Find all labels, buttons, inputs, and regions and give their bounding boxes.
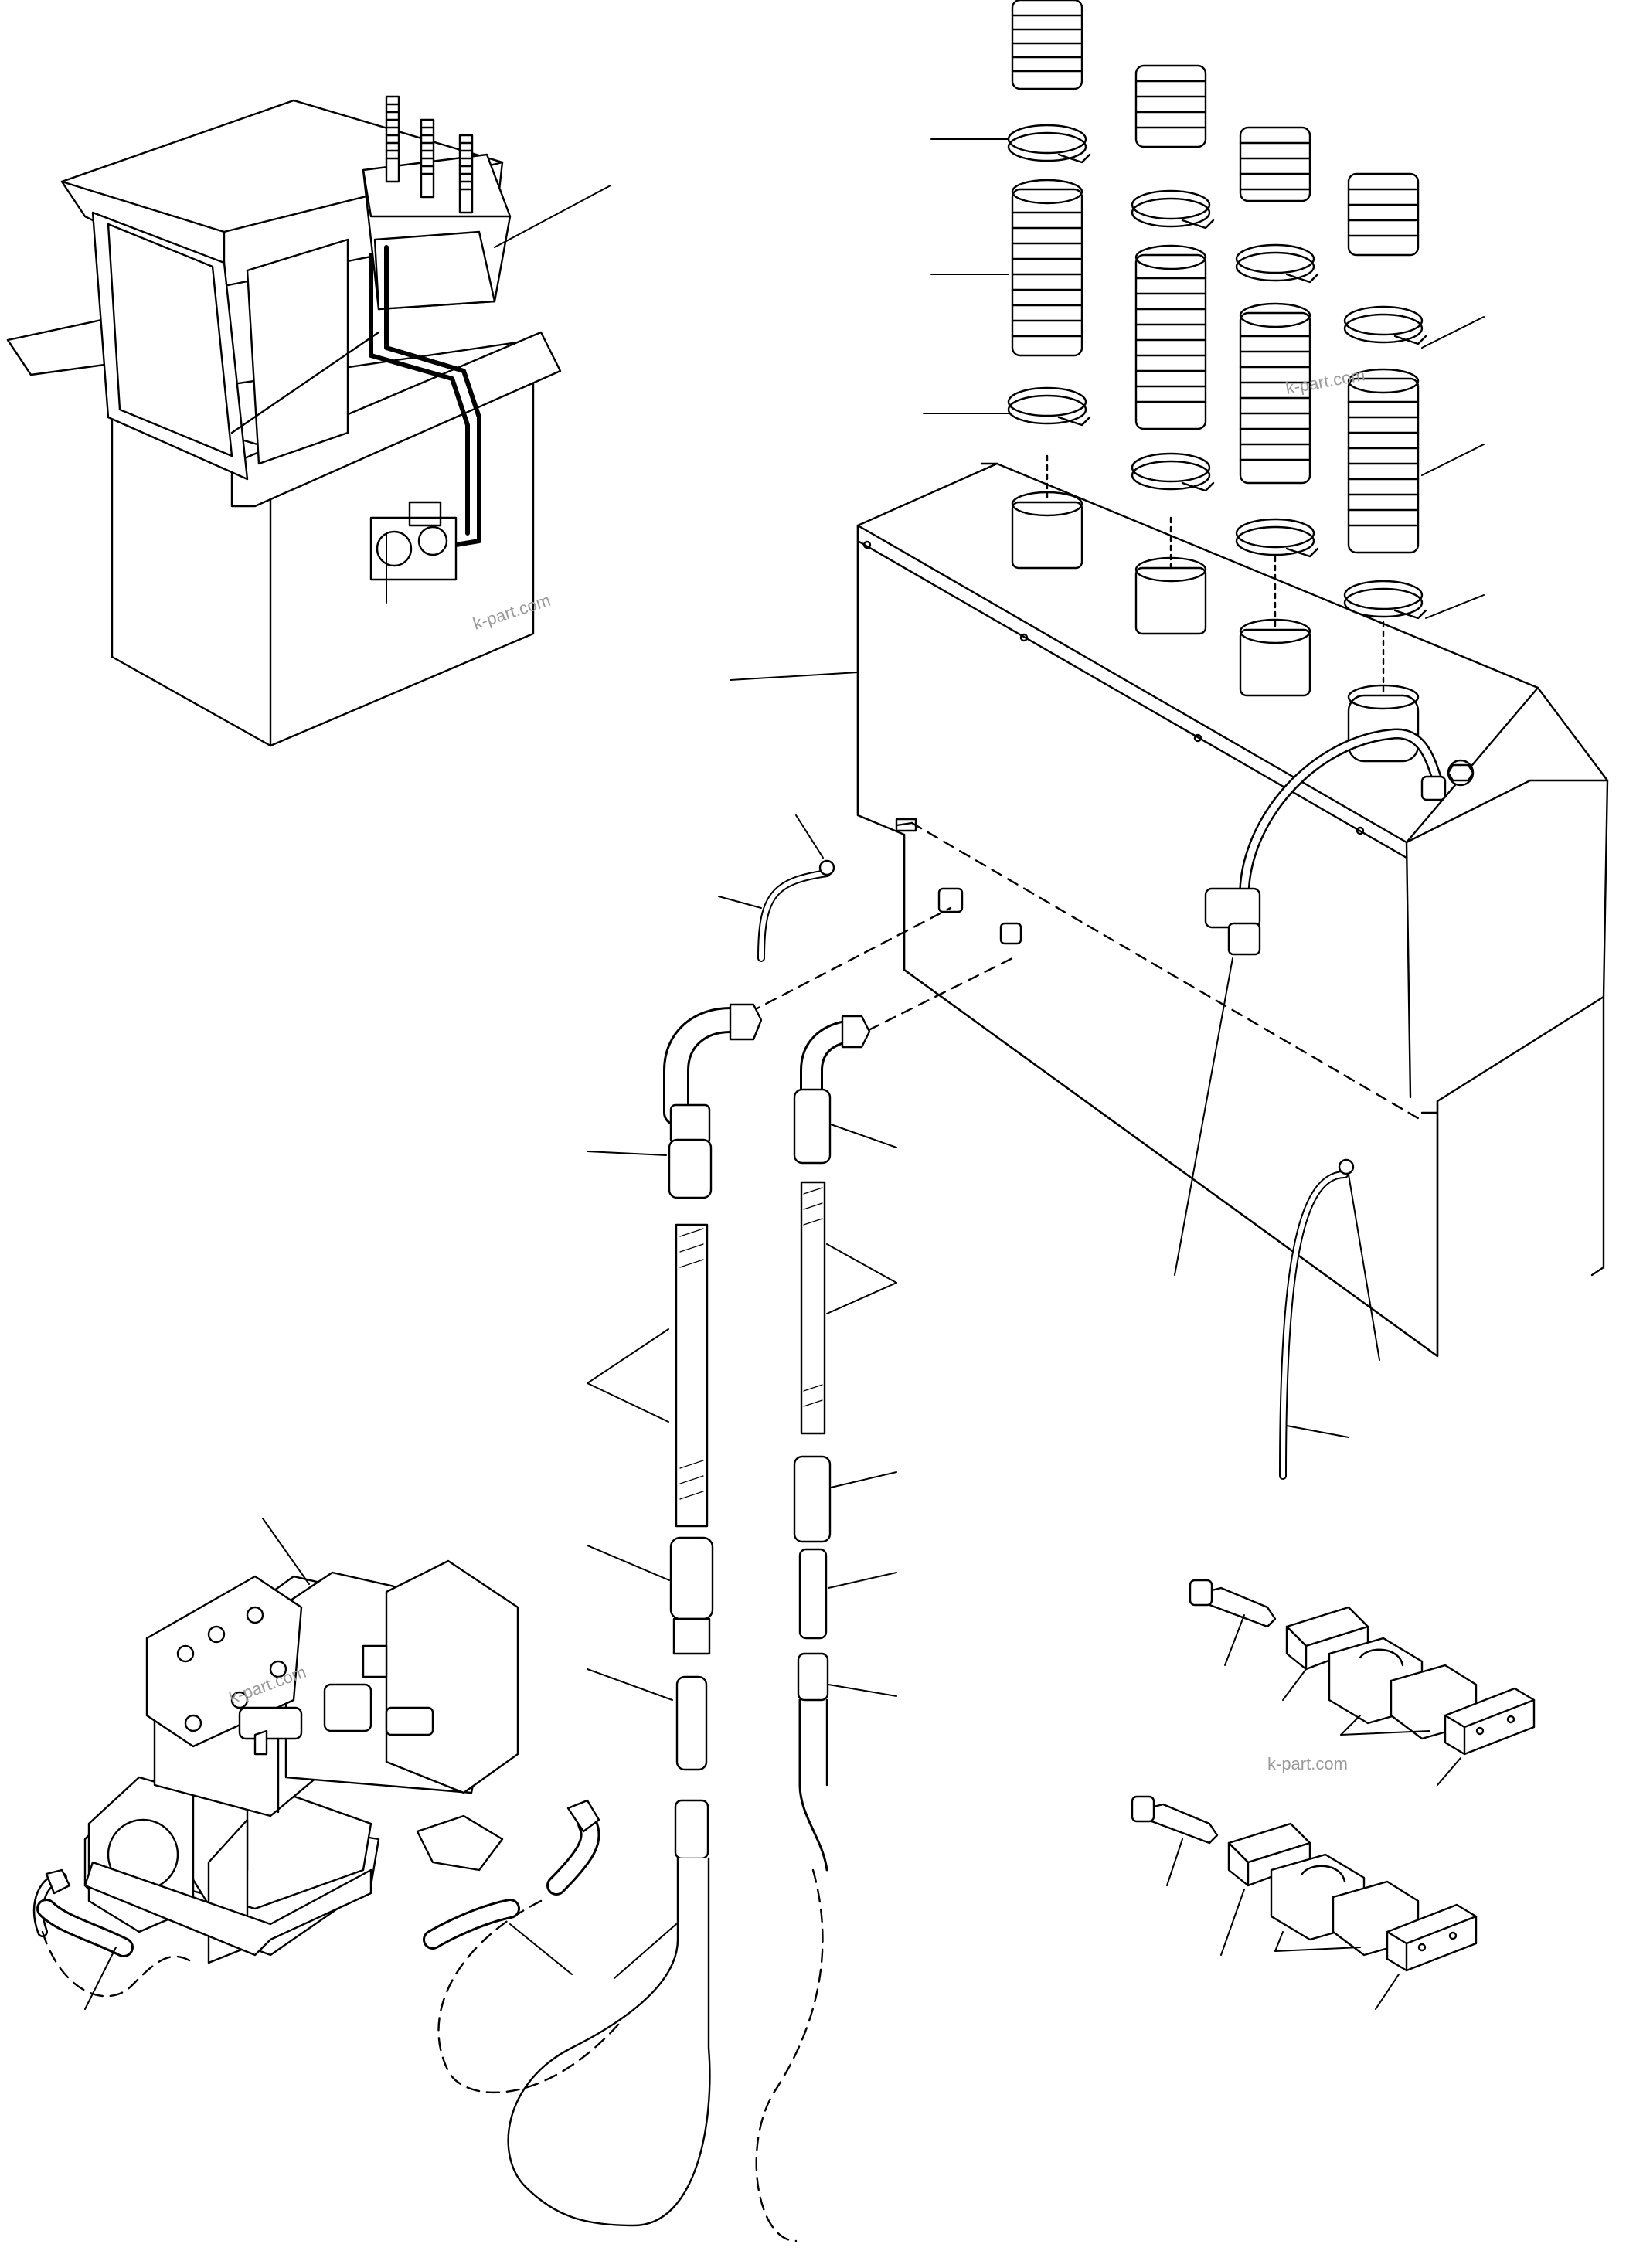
watermark-3: k-part.com bbox=[1267, 1754, 1348, 1773]
tank-fittings bbox=[757, 818, 1439, 1480]
clamp-kit-lower bbox=[1131, 1795, 1478, 1972]
clamp-kit-upper bbox=[1189, 1579, 1536, 1756]
sensor-cable bbox=[1204, 728, 1447, 956]
machine-overview-inset bbox=[6, 95, 611, 747]
hose-stack-4 bbox=[1343, 172, 1427, 763]
hose-stack-2 bbox=[1131, 64, 1215, 635]
studs-icon bbox=[385, 95, 474, 214]
hose-stack-3 bbox=[1235, 126, 1319, 697]
inset-compressor-icon bbox=[369, 501, 458, 581]
callout-leaders bbox=[84, 138, 1485, 2010]
hose-line-left bbox=[507, 906, 952, 2227]
hose-crosshatch bbox=[679, 1187, 823, 1500]
hose-stack-1 bbox=[1007, 0, 1091, 570]
compressor-unit bbox=[32, 1559, 620, 2093]
hose-line-right bbox=[755, 957, 1014, 2242]
